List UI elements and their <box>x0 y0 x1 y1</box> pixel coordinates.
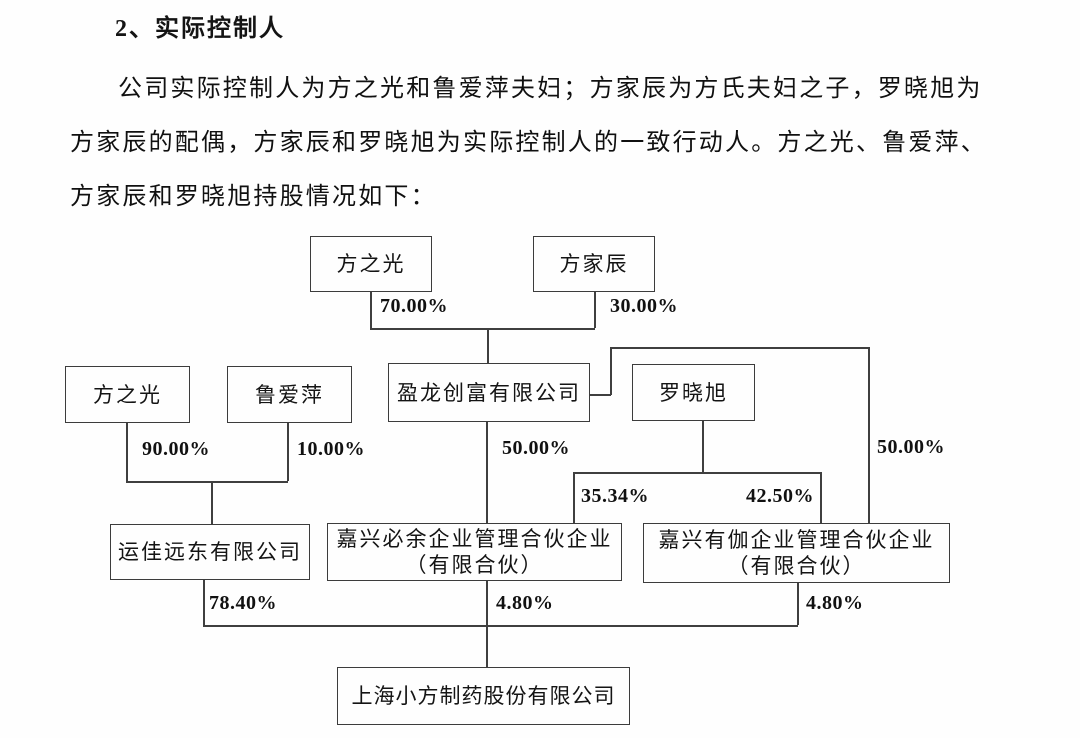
section-heading: 2、实际控制人 <box>115 16 285 42</box>
connector-left-merge-bar <box>126 481 288 483</box>
edge-label-fang-zhiguang-yunjia: 90.00% <box>142 438 210 460</box>
connector-yunjia-feed <box>211 481 213 524</box>
connector-luo-fork-bar <box>573 472 821 474</box>
paragraph-line-1: 公司实际控制人为方之光和鲁爱萍夫妇；方家辰为方氏夫妇之子，罗晓旭为 <box>118 76 983 102</box>
node-label: 罗晓旭 <box>659 380 728 405</box>
connector-lu-aiping-drop <box>287 423 289 481</box>
node-label-line-1: 嘉兴必余企业管理合伙企业 <box>336 527 613 551</box>
edge-label-luo-youjia: 42.50% <box>746 485 814 507</box>
node-fang-jiachen: 方家辰 <box>533 236 655 292</box>
edge-label-biyu-xiaofang: 4.80% <box>496 592 554 614</box>
edge-label-yinglong-youjia: 50.00% <box>877 436 945 458</box>
connector-yinglong-stub <box>590 394 611 396</box>
connector-fang-zhiguang-left-drop <box>126 423 128 481</box>
connector-luo-biyu-drop <box>573 472 575 523</box>
node-label: 盈龙创富有限公司 <box>397 380 581 405</box>
node-label: 鲁爱萍 <box>255 382 324 407</box>
node-jiaxing-biyu: 嘉兴必余企业管理合伙企业 （有限合伙） <box>327 523 622 581</box>
edge-label-fang-jiachen-yinglong: 30.00% <box>610 295 678 317</box>
node-label: 方家辰 <box>559 252 629 276</box>
node-label-line-2: （有限合伙） <box>727 554 866 578</box>
edge-label-yunjia-xiaofang: 78.40% <box>209 592 277 614</box>
node-jiaxing-youjia: 嘉兴有伽企业管理合伙企业 （有限合伙） <box>643 523 950 583</box>
connector-yinglong-youjia-drop <box>868 347 870 523</box>
connector-fang-zhiguang-top-drop <box>370 292 372 328</box>
connector-yinglong-top-run <box>610 347 869 349</box>
node-luo-xiaoxu: 罗晓旭 <box>632 364 755 421</box>
edge-label-fang-zhiguang-yinglong: 70.00% <box>380 295 448 317</box>
node-fang-zhiguang-left: 方之光 <box>65 366 190 423</box>
connector-luo-youjia-drop <box>820 472 822 523</box>
connector-yinglong-biyu <box>486 422 488 523</box>
connector-luo-drop <box>702 421 704 472</box>
paragraph-line-3: 方家辰和罗晓旭持股情况如下： <box>70 184 437 210</box>
connector-youjia-drop <box>797 583 799 625</box>
node-lu-aiping: 鲁爱萍 <box>227 366 352 423</box>
node-yunjia-yuandong: 运佳远东有限公司 <box>110 524 310 580</box>
connector-bottom-merge-bar <box>203 625 798 627</box>
node-label-line-2: （有限合伙） <box>405 553 544 577</box>
connector-yinglong-riser <box>610 347 612 395</box>
edge-label-yinglong-biyu: 50.00% <box>502 437 570 459</box>
node-label: 方之光 <box>93 382 162 407</box>
edge-label-lu-aiping-yunjia: 10.00% <box>297 438 365 460</box>
paragraph-line-2: 方家辰的配偶，方家辰和罗晓旭为实际控制人的一致行动人。方之光、鲁爱萍、 <box>70 130 987 156</box>
node-fang-zhiguang-top: 方之光 <box>310 236 432 292</box>
node-yinglong-chuangfu: 盈龙创富有限公司 <box>388 363 590 422</box>
connector-biyu-xiaofang <box>486 581 488 667</box>
edge-label-youjia-xiaofang: 4.80% <box>806 592 864 614</box>
node-label: 上海小方制药股份有限公司 <box>351 684 616 708</box>
node-label: 运佳远东有限公司 <box>118 540 302 564</box>
connector-fang-jiachen-drop <box>594 292 596 328</box>
connector-top-merge-bar <box>370 328 595 330</box>
connector-yinglong-feed <box>487 328 489 363</box>
node-label: 方之光 <box>336 252 406 276</box>
node-shanghai-xiaofang: 上海小方制药股份有限公司 <box>337 667 630 725</box>
node-label-line-1: 嘉兴有伽企业管理合伙企业 <box>658 528 935 552</box>
connector-yunjia-drop <box>203 580 205 625</box>
edge-label-luo-biyu: 35.34% <box>581 485 649 507</box>
